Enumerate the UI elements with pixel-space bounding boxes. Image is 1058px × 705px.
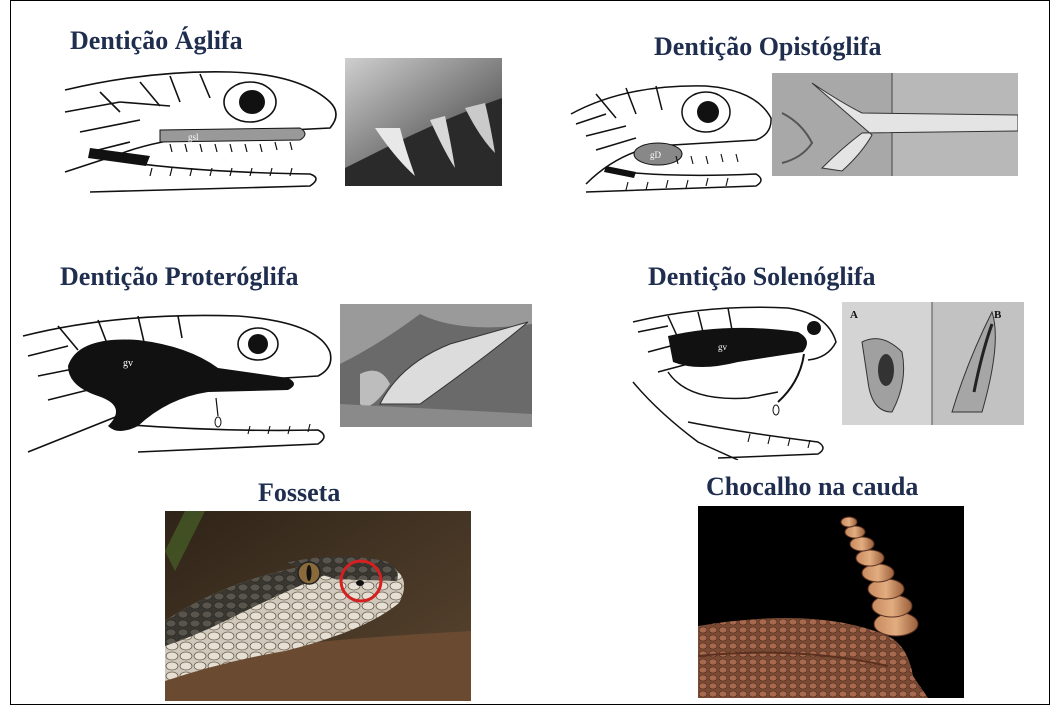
gland-label-aglifa: gsl <box>188 132 199 142</box>
proteroglifa-micrograph <box>340 304 532 427</box>
solenoglifa-micrograph: A B <box>842 302 1024 425</box>
gland-label-solenoglifa: gv <box>718 342 728 352</box>
title-fosseta: Fosseta <box>258 478 340 508</box>
opistoglifa-head-illustration: gD <box>566 74 774 196</box>
title-aglifa: Dentição Áglifa <box>70 26 243 56</box>
opistoglifa-micrograph <box>772 73 1018 176</box>
title-proteroglifa: Dentição Proteróglifa <box>60 262 299 292</box>
aglifa-head-illustration: gsl <box>60 62 342 202</box>
title-chocalho: Chocalho na cauda <box>706 472 918 502</box>
micrograph-label-a: A <box>850 309 858 321</box>
solenoglifa-head-illustration: gv <box>628 302 840 460</box>
gland-label-opistoglifa: gD <box>650 150 662 160</box>
micrograph-label-b: B <box>994 309 1002 321</box>
chocalho-photo <box>698 506 964 698</box>
proteroglifa-head-illustration: gv <box>18 306 338 456</box>
aglifa-micrograph <box>345 58 502 186</box>
title-solenoglifa: Dentição Solenóglifa <box>648 262 876 292</box>
fosseta-photo <box>165 511 471 701</box>
gland-label-proteroglifa: gv <box>123 358 133 369</box>
title-opistoglifa: Dentição Opistóglifa <box>654 32 882 62</box>
